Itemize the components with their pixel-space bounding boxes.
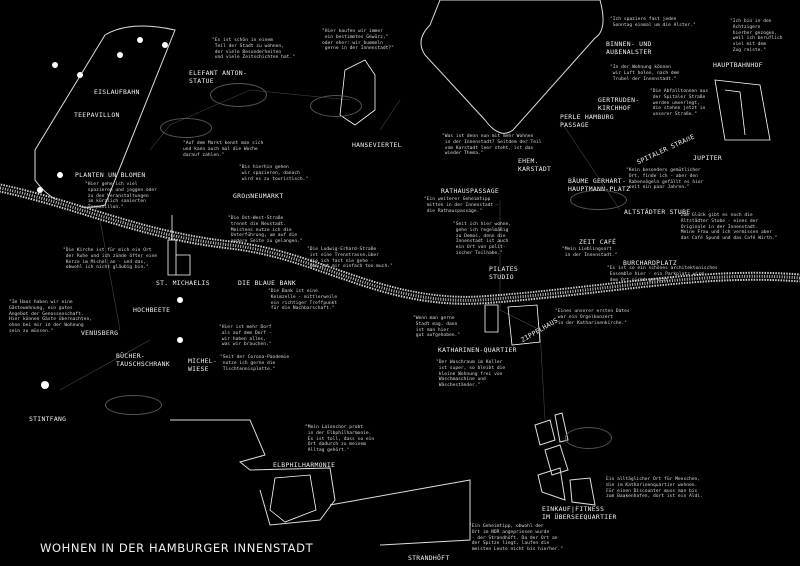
park-outline — [34, 25, 176, 208]
quote: "Ein Geheimtipp, obwohl der Ort im NDR a… — [469, 524, 564, 553]
label-einkauf-fitness: EINKAUF|FITNESS IM ÜBERSEEQUARTIER — [542, 505, 617, 521]
quote: "Es ist schön in einem Teil der Stadt zu… — [212, 38, 295, 61]
page-title: WOHNEN IN DER HAMBURGER INNENSTADT — [40, 541, 314, 555]
quote: "Kein besonders gemütlicher Ort, finde i… — [626, 168, 704, 191]
label-elbphilharmonie: ELBPHILHARMONIE — [273, 461, 336, 469]
network-bubble — [160, 118, 212, 138]
label-jupiter: JUPITER — [693, 154, 723, 162]
label-alster: BINNEN- UND AUßENALSTER — [606, 40, 652, 56]
quote: "Hier kaufen wir immer ein bestimmtes Ge… — [322, 29, 394, 52]
quote: "In der Wohnung können wir Luft holen, n… — [610, 65, 680, 82]
quote: "Seit der Corona-Pandemie nutze ich gern… — [220, 355, 290, 372]
quote: "Auf dem Markt kennt man sich und kann a… — [183, 141, 264, 158]
quote: "Die Abfalltonnen aus der Spitaler Straß… — [650, 89, 709, 118]
label-st-michaelis: ST. MICHAELIS — [156, 279, 210, 287]
label-buecher-tauschschrank: BÜCHER- TAUSCHSCHRANK — [116, 352, 170, 368]
label-burchardplatz: BURCHARDPLATZ — [623, 259, 677, 267]
quote: "Zum Glück gibt es noch die Altstädter S… — [678, 213, 778, 242]
network-bubble — [565, 427, 612, 449]
network-bubble — [105, 395, 162, 415]
quote: "Der Waschraum im Keller ist super, so b… — [436, 360, 506, 389]
quote: "Im Haus haben wir eine Gästewohnung, ei… — [9, 300, 92, 334]
label-elefant-anton-statue: ELEFANT ANTON- STATUE — [189, 69, 248, 85]
label-zeit-cafe: ZEIT CAFÉ — [579, 238, 617, 246]
label-altstaedter-stube: ALTSTÄDTER STUBE — [624, 208, 691, 216]
quote: "Bis hierhin gehen wir spazieren, danach… — [239, 165, 309, 182]
katharinen-buildings — [484, 304, 541, 346]
network-bubble — [210, 83, 267, 107]
quote: "Mein Laienchor probt in der Elbphilharm… — [305, 425, 375, 454]
quote: "Eines unserer ersten Dates war ein Orge… — [555, 309, 630, 326]
label-michel-wiese: MICHEL- WIESE — [188, 357, 218, 373]
label-hauptbahnhof: HAUPTBAHNHOF — [713, 61, 763, 69]
label-rathauspassage: RATHAUSPASSAGE — [441, 187, 500, 195]
label-stintfang: STINTFANG — [29, 415, 67, 423]
label-eislaufbahn: EISLAUFBAHN — [94, 88, 140, 96]
alster-outline — [420, 0, 604, 134]
quay-line — [329, 479, 471, 546]
quote: "Ich bin in den Achtzigern hierher gezog… — [730, 19, 783, 53]
quote: "Hier gehe ich viel spazieren und joggen… — [85, 182, 157, 211]
quote: "Die Kirche ist für mich ein Ort der Ruh… — [63, 248, 158, 271]
quote: "Die Bank ist eine Keimzelle - mittlerwe… — [268, 289, 338, 312]
elbphilharmonie-icon — [269, 474, 317, 523]
label-ehem-karstadt: EHEM. KARSTADT — [518, 157, 552, 173]
label-planten-un-blomen: PLANTEN UN BLOMEN — [75, 171, 146, 179]
network-bubble — [310, 95, 362, 117]
label-die-blaue-bank: DIE BLAUE BANK — [238, 279, 297, 287]
label-grossneumarkt: GROẞNEUMARKT — [233, 192, 284, 200]
elbe-shore — [170, 419, 336, 526]
quote: "Was ist denn nun mit mehr Wohnen in der… — [442, 134, 542, 157]
hauptbahnhof-icon — [714, 79, 771, 141]
quote: "Es ist so ein schönes architektonisches… — [607, 266, 718, 283]
quote: "Die Ost-West-Straße trennt die Neustadt… — [228, 216, 303, 245]
trees — [37, 37, 183, 389]
label-pilates-studio: PILATES STUDIO — [489, 265, 519, 281]
church-icon — [167, 215, 191, 276]
label-gertrudenkirchhof: GERTRUDEN- KIRCHHOF — [598, 96, 640, 112]
label-katharinen-quartier: KATHARINEN-QUARTIER — [438, 346, 517, 354]
quote: "Wenn man gerne Stadt mag, dann ist man … — [413, 316, 461, 339]
main-road — [0, 183, 800, 305]
quote: "Ein weiterer Geheimtipp mitten in der I… — [424, 197, 499, 214]
quote: "Mein Lieblingsort in der Innenstadt." — [562, 247, 618, 258]
quote: "Seit ich hier wohne, gehe ich regelmäßi… — [453, 222, 512, 256]
label-strandhoeft: STRANDHÖFT — [408, 554, 450, 562]
quote: "Ich spaziere fast jeden Sonntag einmal … — [610, 17, 696, 28]
quote: "Die Ludwig-Erhard-Straße ist eine Trenn… — [307, 247, 393, 270]
label-teepavillon: TEEPAVILLON — [74, 111, 120, 119]
quote: Ein alltäglicher Ort für Menschen, die i… — [606, 477, 703, 500]
label-venusberg: VENUSBERG — [81, 329, 119, 337]
network-bubble — [570, 190, 627, 210]
label-baeume-gerhart-hauptmann-platz: BÄUME GERHART- HAUPTMANN-PLATZ — [568, 177, 631, 193]
label-perle-hamburg-passage: PERLE HAMBURG PASSAGE — [560, 113, 614, 129]
label-hanseviertel: HANSEVIERTEL — [352, 141, 402, 149]
label-hochbeete: HOCHBEETE — [133, 306, 171, 314]
quote: "Hier ist mehr Dorf als auf dem Dorf - w… — [219, 325, 272, 348]
